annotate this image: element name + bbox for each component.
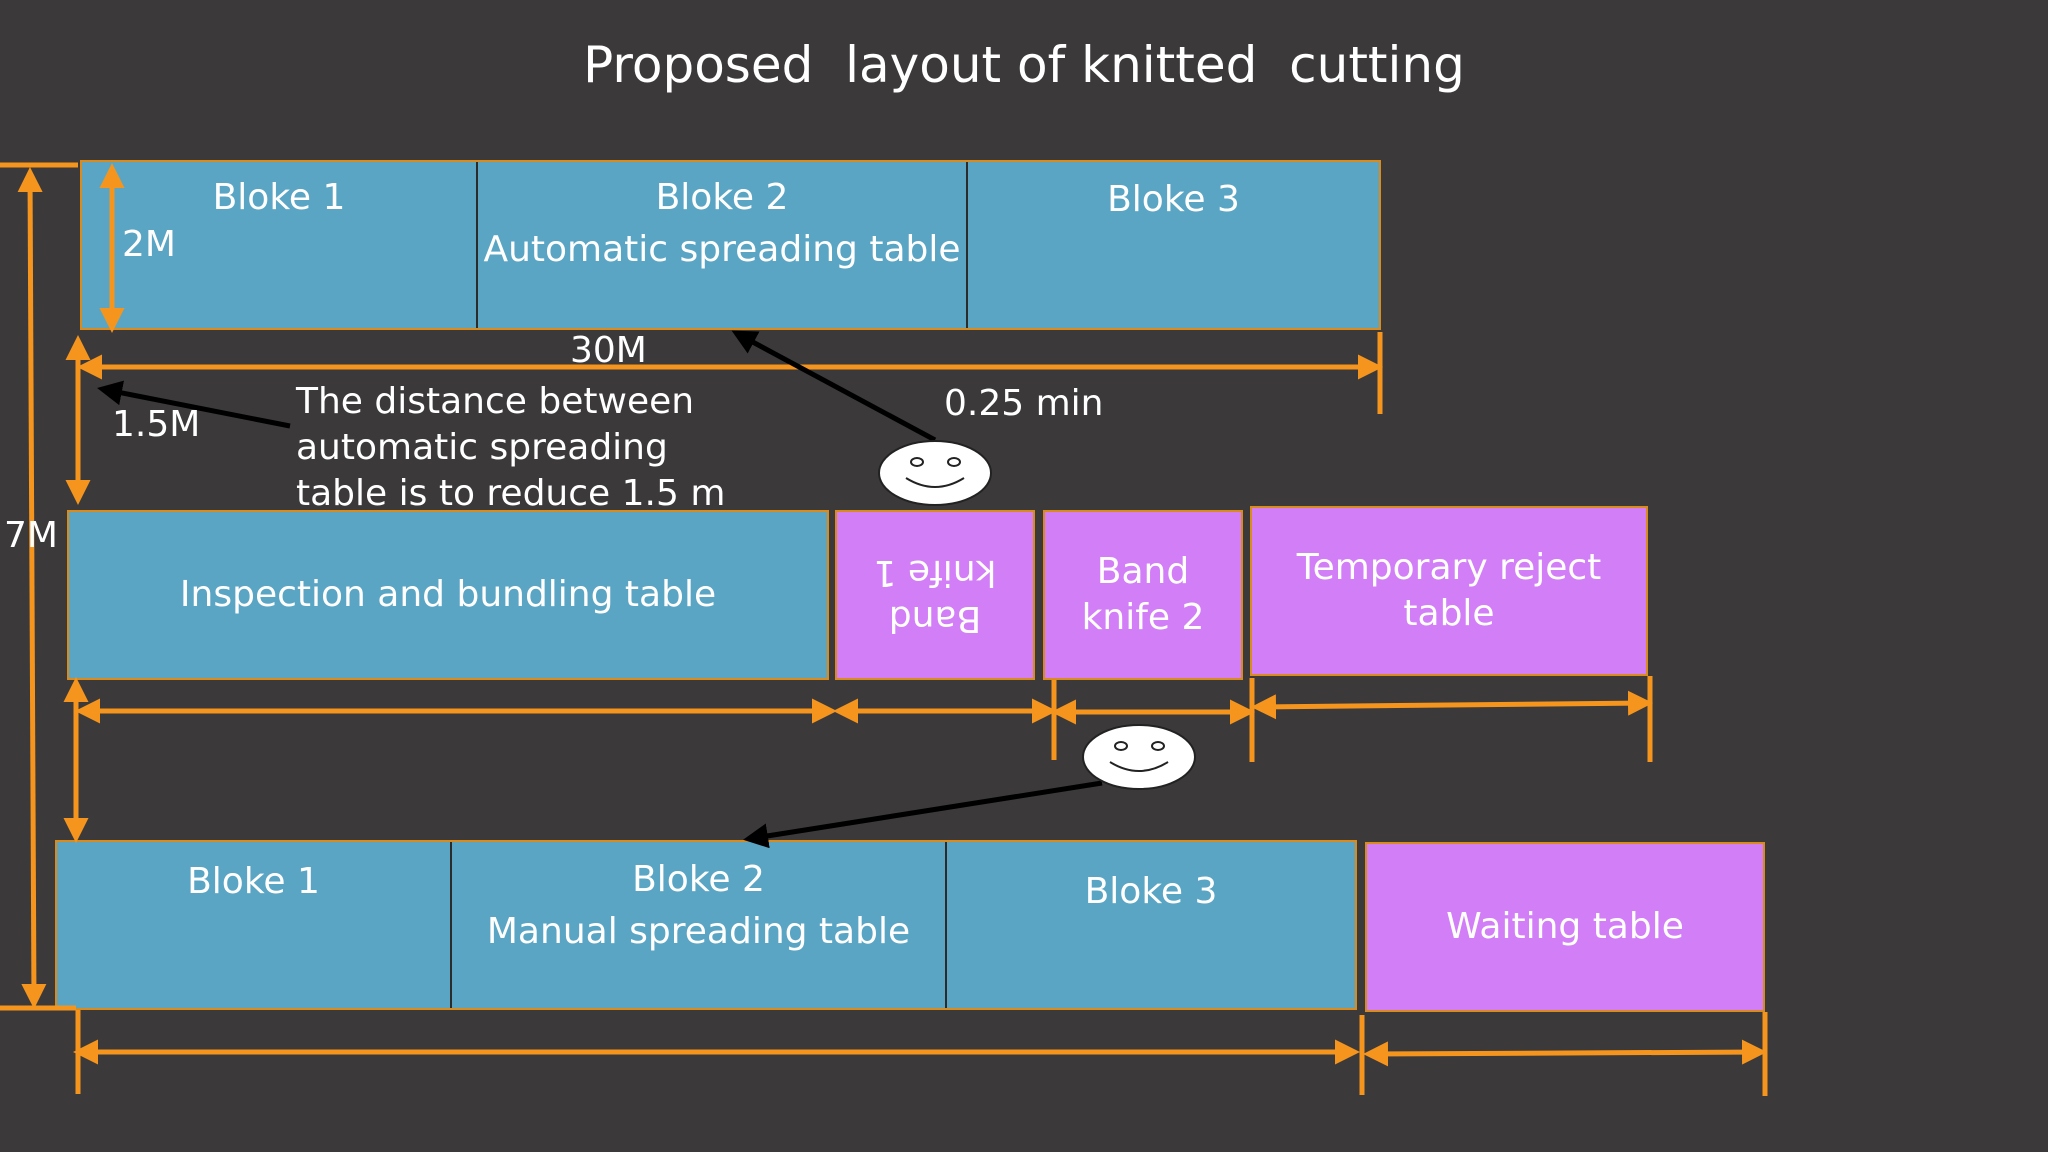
auto-bloke-2-label: Bloke 2 [655, 177, 789, 218]
dimension-7m-label: 7M [4, 515, 58, 556]
manual-bloke-3: Bloke 3 [945, 842, 1355, 1008]
waiting-table-label: Waiting table [1446, 906, 1684, 947]
band-knife-1: Band knife 1 [835, 510, 1035, 680]
manual-bloke-2-label: Bloke 2 [632, 859, 765, 900]
dimension-30m-label: 30M [570, 330, 647, 371]
total-7m-arrow [17, 167, 47, 1009]
dimension-2m-label: 2M [122, 224, 176, 265]
band-knife-2: Band knife 2 [1043, 510, 1243, 680]
manual-table-name: Manual spreading table [486, 911, 911, 952]
manual-bloke-3-label: Bloke 3 [1084, 871, 1218, 912]
worker-pointer-arrow [743, 780, 1103, 849]
auto-bloke-3: Bloke 3 [966, 162, 1379, 328]
manual-bloke-2: Bloke 2 Manual spreading table [450, 842, 945, 1008]
note-line-3: table is to reduce 1.5 m [296, 473, 726, 514]
auto-bloke-1: Bloke 1 [82, 162, 476, 328]
auto-bloke-3-label: Bloke 3 [1107, 179, 1240, 220]
smiley-face-icon [878, 440, 992, 506]
manual-bloke-1: Bloke 1 [57, 842, 450, 1008]
temporary-reject-table: Temporary reject table [1250, 506, 1648, 676]
dimension-1-5m-label: 1.5M [112, 404, 201, 445]
note-line-1: The distance between [296, 381, 695, 422]
inspection-bundling-label: Inspection and bundling table [179, 574, 717, 615]
manual-bloke-1-label: Bloke 1 [187, 861, 320, 902]
band-knife-2-label: Band knife 2 [1081, 551, 1205, 638]
slide-title: Proposed layout of knitted cutting [583, 36, 1465, 94]
note-pointer-arrow [97, 380, 291, 429]
note-line-2: automatic spreading [296, 427, 668, 468]
temporary-reject-label: Temporary reject table [1296, 547, 1602, 634]
time-label: 0.25 min [944, 383, 1104, 424]
auto-table-name: Automatic spreading table [483, 229, 961, 270]
inspection-bundling-table: Inspection and bundling table [67, 510, 829, 680]
auto-bloke-1-label: Bloke 1 [212, 177, 346, 218]
auto-bloke-2: Bloke 2 Automatic spreading table [476, 162, 966, 328]
manual-spreading-table: Bloke 1 Bloke 2 Manual spreading table B… [55, 840, 1357, 1010]
waiting-table: Waiting table [1365, 842, 1765, 1012]
smiley-face-icon [1082, 724, 1196, 790]
time-pointer-arrow [731, 330, 937, 443]
automatic-spreading-table: Bloke 1 Bloke 2 Automatic spreading tabl… [80, 160, 1381, 330]
